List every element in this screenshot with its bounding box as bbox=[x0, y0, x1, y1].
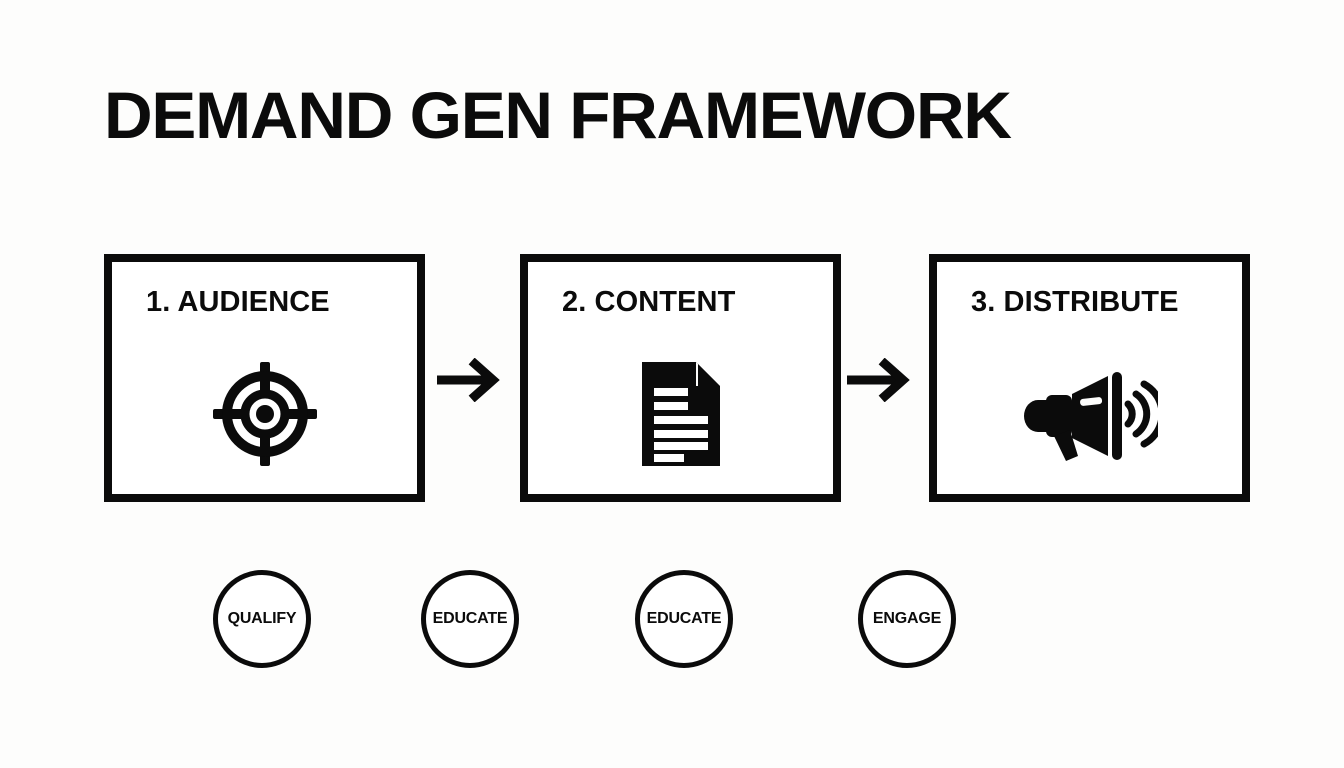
page-title: DEMAND GEN FRAMEWORK bbox=[104, 78, 1012, 152]
arrow-right-icon-2 bbox=[846, 357, 917, 403]
arrow-right-icon bbox=[436, 357, 507, 403]
outcome-label: ENGAGE bbox=[872, 610, 942, 627]
megaphone-icon bbox=[937, 354, 1242, 474]
outcome-circle-qualify[interactable]: QUALIFY bbox=[213, 570, 311, 668]
stage-label-audience: 1. AUDIENCE bbox=[146, 286, 330, 318]
stage-label-distribute: 3. DISTRIBUTE bbox=[971, 286, 1179, 318]
stage-box-distribute[interactable]: 3. DISTRIBUTE bbox=[929, 254, 1250, 502]
outcome-label: EDUCATE bbox=[646, 610, 722, 627]
stage-box-content[interactable]: 2. CONTENT bbox=[520, 254, 841, 502]
outcome-circle-educate-1[interactable]: EDUCATE bbox=[421, 570, 519, 668]
outcome-label: EDUCATE bbox=[432, 610, 508, 627]
stage-box-audience[interactable]: 1. AUDIENCE bbox=[104, 254, 425, 502]
outcome-label: QUALIFY bbox=[227, 610, 297, 627]
outcome-circle-educate-2[interactable]: EDUCATE bbox=[635, 570, 733, 668]
outcome-circle-engage[interactable]: ENGAGE bbox=[858, 570, 956, 668]
target-crosshair-icon bbox=[112, 354, 417, 474]
stage-label-content: 2. CONTENT bbox=[562, 286, 736, 318]
document-icon bbox=[528, 354, 833, 474]
